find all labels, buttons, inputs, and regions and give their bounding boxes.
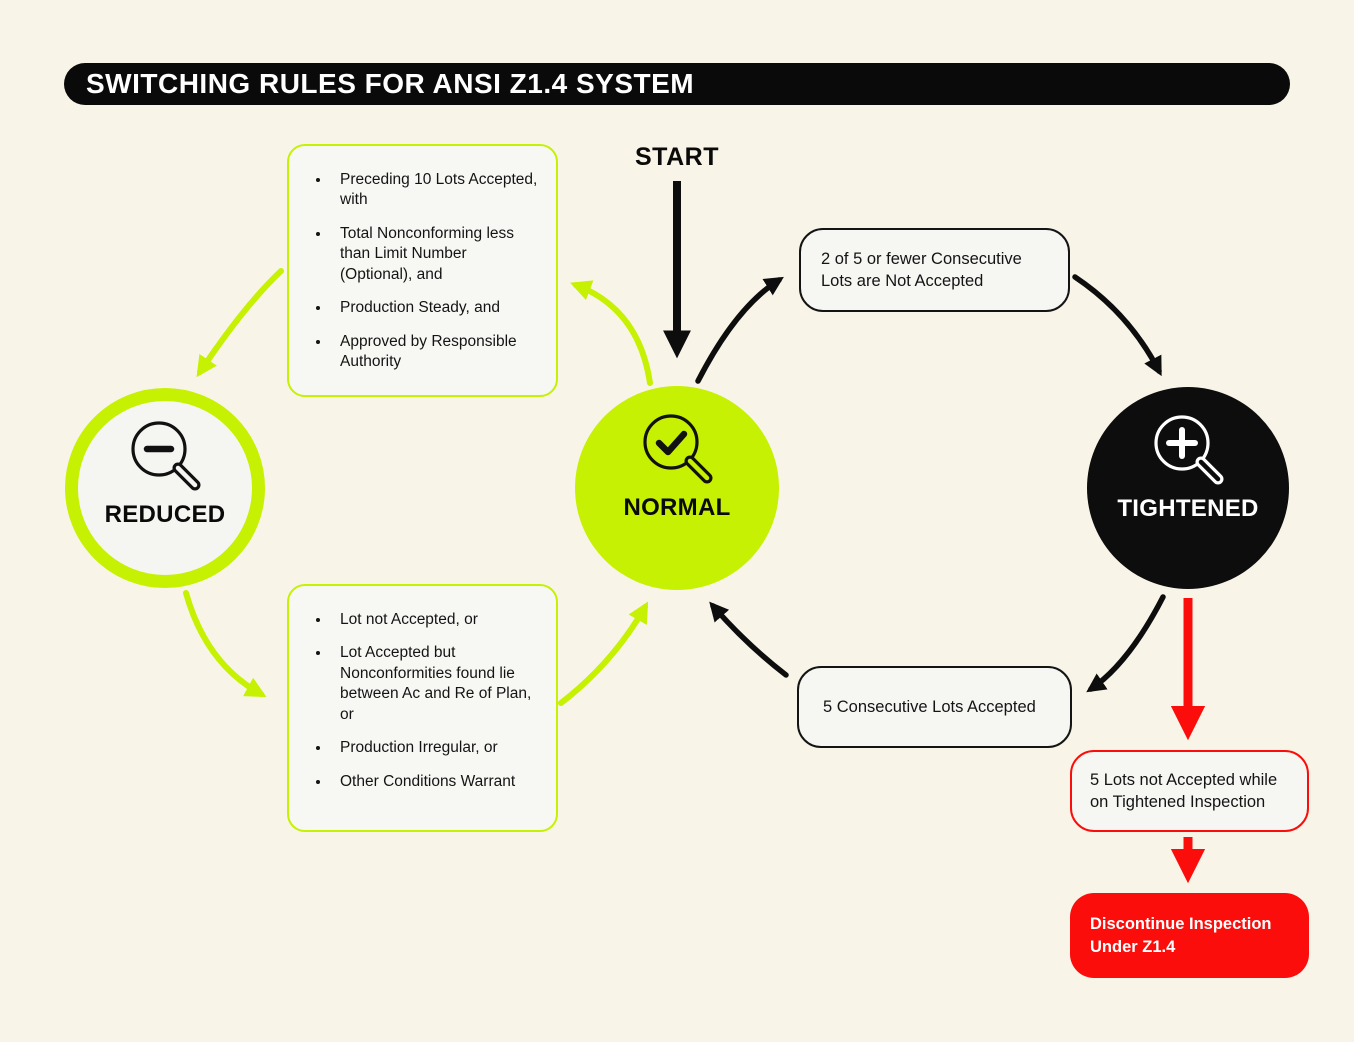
bullet-item: Lot Accepted but Nonconformities found l… <box>331 643 540 725</box>
bullet-item: Preceding 10 Lots Accepted, with <box>331 170 540 211</box>
normal-from-tightened-box: 5 Consecutive Lots Accepted <box>797 666 1072 748</box>
bullet-item: Total Nonconforming less than Limit Numb… <box>331 224 540 285</box>
discontinue-trigger-text: 5 Lots not Accepted while on Tightened I… <box>1090 770 1278 811</box>
node-reduced-label: REDUCED <box>104 501 226 528</box>
reduced-conditions-box: Preceding 10 Lots Accepted, with Total N… <box>287 144 558 397</box>
normal-from-reduced-conditions-box: Lot not Accepted, or Lot Accepted but No… <box>287 584 558 832</box>
tightened-trigger-text: 2 of 5 or fewer Consecutive Lots are Not… <box>821 249 1022 290</box>
magnifier-plus-icon <box>1154 415 1224 485</box>
node-tightened-label: TIGHTENED <box>1117 495 1259 522</box>
normal-from-reduced-list: Lot not Accepted, or Lot Accepted but No… <box>289 586 556 792</box>
magnifier-check-icon <box>643 414 713 484</box>
node-tightened: TIGHTENED <box>1087 387 1289 589</box>
start-label: START <box>635 143 719 171</box>
page-title: SWITCHING RULES FOR ANSI Z1.4 SYSTEM <box>86 68 695 99</box>
tightened-trigger-box: 2 of 5 or fewer Consecutive Lots are Not… <box>799 228 1070 312</box>
arrow-normal-to-tightened-trigger <box>695 276 784 384</box>
bullet-item: Other Conditions Warrant <box>331 772 540 792</box>
magnifier-minus-icon <box>131 421 201 491</box>
arrow-normal-conditions-to-normal <box>558 601 649 706</box>
arrow-tightened-trigger-to-tightened <box>1072 274 1162 377</box>
normal-from-tightened-text: 5 Consecutive Lots Accepted <box>823 697 1036 716</box>
node-normal: NORMAL <box>575 386 779 590</box>
bullet-item: Production Steady, and <box>331 298 540 318</box>
discontinue-trigger-box: 5 Lots not Accepted while on Tightened I… <box>1070 750 1309 832</box>
arrow-reduced-conditions-to-reduced <box>196 268 284 378</box>
node-normal-label: NORMAL <box>623 494 731 521</box>
title-bar: SWITCHING RULES FOR ANSI Z1.4 SYSTEM <box>64 63 1290 105</box>
discontinue-text: Discontinue Inspection Under Z1.4 <box>1090 915 1272 956</box>
arrow-reduced-to-normal-conditions <box>183 590 267 698</box>
bullet-item: Lot not Accepted, or <box>331 610 540 630</box>
arrow-accepted-box-to-normal <box>709 601 789 678</box>
bullet-item: Production Irregular, or <box>331 738 540 758</box>
reduced-conditions-list: Preceding 10 Lots Accepted, with Total N… <box>289 146 556 373</box>
arrow-normal-to-reduced-conditions <box>570 280 653 386</box>
bullet-item: Approved by Responsible Authority <box>331 332 540 373</box>
node-reduced: REDUCED <box>65 388 265 588</box>
arrow-tightened-to-accepted-box <box>1086 594 1166 693</box>
discontinue-box: Discontinue Inspection Under Z1.4 <box>1070 893 1309 978</box>
